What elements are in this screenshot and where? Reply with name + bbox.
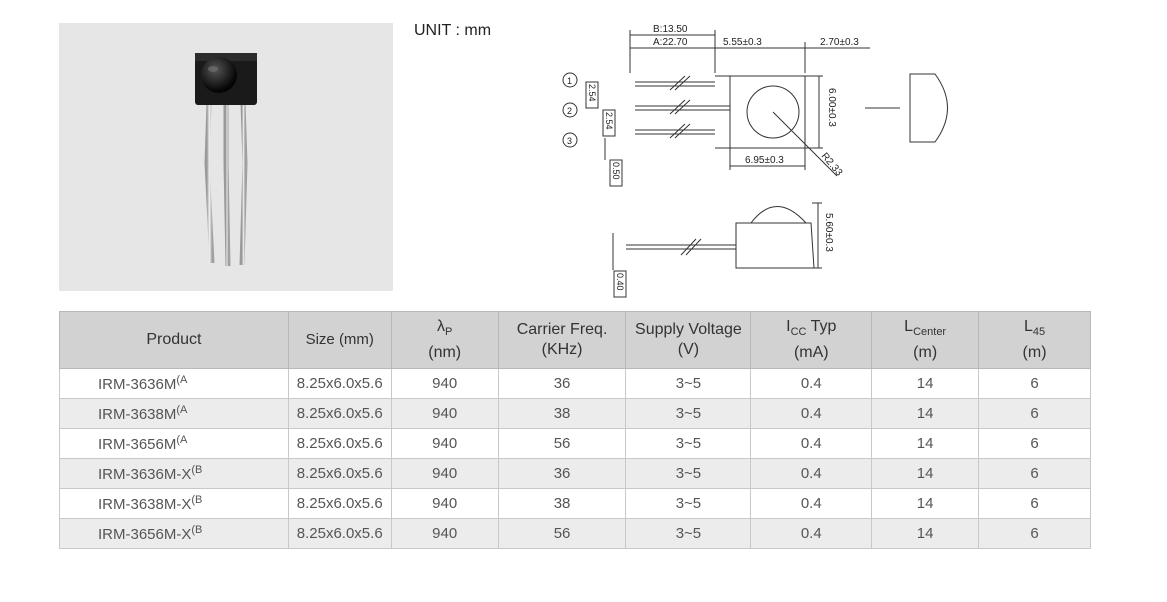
dim-lead-2: 0.40 — [615, 273, 625, 291]
cell-product: IRM-3636M-X(B — [59, 458, 289, 489]
cell-lcenter: 14 — [871, 368, 980, 399]
cell-lambda: 940 — [390, 428, 499, 459]
cell-carrier: 56 — [497, 428, 627, 459]
table-row: IRM-3656M(A 8.25x6.0x5.6 940 56 3~5 0.4 … — [59, 428, 1091, 459]
cell-l45: 6 — [978, 458, 1091, 489]
cell-l45: 6 — [978, 518, 1091, 549]
cell-lcenter: 14 — [871, 458, 980, 489]
header-l45: L45 (m) — [978, 311, 1091, 369]
dim-b: B:13.50 — [653, 24, 688, 35]
header-size: Size (mm) — [287, 311, 392, 369]
table-row: IRM-3656M-X(B 8.25x6.0x5.6 940 56 3~5 0.… — [59, 518, 1091, 549]
cell-lambda: 940 — [390, 458, 499, 489]
spec-table: Product Size (mm) λP (nm) Carrier Freq.(… — [59, 311, 1091, 549]
cell-carrier: 36 — [497, 368, 627, 399]
header-lcenter: LCenter (m) — [871, 311, 980, 369]
pin-1-label: 1 — [567, 76, 572, 86]
dimension-drawing-side: 5.60±0.3 0.40 — [612, 202, 834, 298]
cell-carrier: 56 — [497, 518, 627, 549]
table-row: IRM-3636M(A 8.25x6.0x5.6 940 36 3~5 0.4 … — [59, 368, 1091, 399]
cell-icc: 0.4 — [750, 428, 873, 459]
pin-3-label: 3 — [567, 136, 572, 146]
dimension-drawing-top: B:13.50 A:22.70 5.55±0.3 2.70±0.3 6.95±0… — [562, 24, 948, 187]
cell-icc: 0.4 — [750, 488, 873, 519]
product-photo — [59, 23, 393, 291]
cell-carrier: 38 — [497, 398, 627, 429]
cell-product: IRM-3638M-X(B — [59, 488, 289, 519]
cell-lambda: 940 — [390, 488, 499, 519]
cell-l45: 6 — [978, 368, 1091, 399]
dim-radius: R2.33 — [819, 151, 845, 179]
cell-size: 8.25x6.0x5.6 — [287, 488, 392, 519]
dim-pitch-2: 2.54 — [604, 112, 614, 130]
cell-size: 8.25x6.0x5.6 — [287, 428, 392, 459]
cell-l45: 6 — [978, 488, 1091, 519]
header-lambda: λP (nm) — [390, 311, 499, 369]
cell-icc: 0.4 — [750, 398, 873, 429]
table-row: IRM-3638M(A 8.25x6.0x5.6 940 38 3~5 0.4 … — [59, 398, 1091, 429]
dim-d2: 2.70±0.3 — [820, 37, 859, 48]
dim-width: 6.95±0.3 — [745, 155, 784, 166]
cell-icc: 0.4 — [750, 518, 873, 549]
unit-label: UNIT : mm — [414, 22, 492, 39]
header-carrier: Carrier Freq.(KHz) — [497, 311, 627, 369]
dim-lead: 0.50 — [611, 162, 621, 180]
cell-icc: 0.4 — [750, 458, 873, 489]
table-header-row: Product Size (mm) λP (nm) Carrier Freq.(… — [59, 311, 1091, 369]
cell-supply: 3~5 — [625, 398, 752, 429]
cell-lcenter: 14 — [871, 488, 980, 519]
dim-depth: 5.60±0.3 — [823, 213, 834, 252]
header-supply: Supply Voltage(V) — [625, 311, 752, 369]
cell-size: 8.25x6.0x5.6 — [287, 458, 392, 489]
dim-height: 6.00±0.3 — [826, 88, 837, 127]
cell-product: IRM-3656M-X(B — [59, 518, 289, 549]
cell-l45: 6 — [978, 398, 1091, 429]
header-product: Product — [59, 311, 289, 369]
cell-l45: 6 — [978, 428, 1091, 459]
cell-lcenter: 14 — [871, 428, 980, 459]
pin-2-label: 2 — [567, 106, 572, 116]
cell-lcenter: 14 — [871, 398, 980, 429]
cell-supply: 3~5 — [625, 488, 752, 519]
cell-supply: 3~5 — [625, 458, 752, 489]
table-row: IRM-3638M-X(B 8.25x6.0x5.6 940 38 3~5 0.… — [59, 488, 1091, 519]
cell-icc: 0.4 — [750, 368, 873, 399]
cell-product: IRM-3636M(A — [59, 368, 289, 399]
dim-pitch-1: 2.54 — [587, 84, 597, 102]
cell-supply: 3~5 — [625, 368, 752, 399]
cell-product: IRM-3656M(A — [59, 428, 289, 459]
table-row: IRM-3636M-X(B 8.25x6.0x5.6 940 36 3~5 0.… — [59, 458, 1091, 489]
dim-d1: 5.55±0.3 — [723, 37, 762, 48]
dim-a: A:22.70 — [653, 37, 688, 48]
cell-lcenter: 14 — [871, 518, 980, 549]
cell-carrier: 36 — [497, 458, 627, 489]
cell-size: 8.25x6.0x5.6 — [287, 398, 392, 429]
cell-supply: 3~5 — [625, 518, 752, 549]
cell-product: IRM-3638M(A — [59, 398, 289, 429]
ir-receiver-image — [195, 53, 257, 267]
cell-lambda: 940 — [390, 398, 499, 429]
cell-carrier: 38 — [497, 488, 627, 519]
header-icc: ICC Typ (mA) — [750, 311, 873, 369]
cell-supply: 3~5 — [625, 428, 752, 459]
cell-lambda: 940 — [390, 518, 499, 549]
cell-lambda: 940 — [390, 368, 499, 399]
cell-size: 8.25x6.0x5.6 — [287, 518, 392, 549]
cell-size: 8.25x6.0x5.6 — [287, 368, 392, 399]
